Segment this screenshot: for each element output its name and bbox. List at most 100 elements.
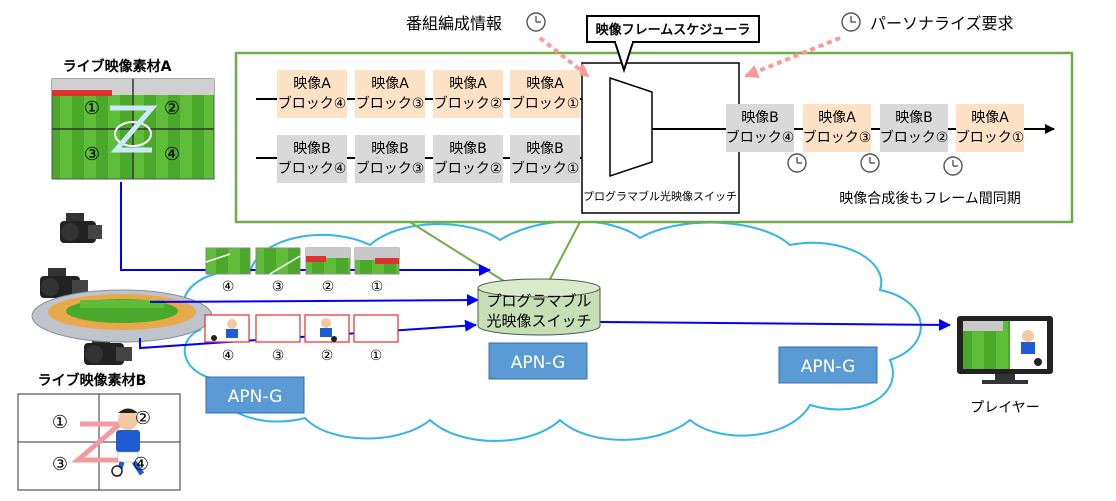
- frame-number: ②: [321, 348, 334, 364]
- video-block-bg: [355, 135, 425, 183]
- switch-cylinder-line2: 光映像スイッチ: [486, 312, 591, 330]
- video-block: 映像A ブロック①: [956, 104, 1025, 152]
- apn-g-label: APN-G: [511, 353, 566, 373]
- video-block-label: ブロック①: [511, 160, 580, 177]
- grid-number: ②: [164, 98, 180, 119]
- video-block: 映像B ブロック②: [433, 135, 503, 183]
- grid-number: ①: [84, 98, 100, 119]
- switch-label: プログラマブル光映像スイッチ: [583, 189, 737, 203]
- output-blocks: 映像B ブロック④ 映像A ブロック③ 映像B ブロック② 映像A ブロック①: [726, 104, 1025, 152]
- video-block: 映像A ブロック③: [803, 104, 872, 152]
- video-block-label: ブロック②: [434, 95, 503, 112]
- switch-cylinder-line1: プログラマブル: [486, 292, 591, 310]
- apn-g-box: [778, 346, 878, 384]
- source-b-image: [17, 393, 181, 491]
- video-block-label: 映像B: [293, 141, 331, 157]
- video-block-label: ブロック④: [278, 95, 347, 112]
- video-block-label: 映像A: [818, 110, 856, 126]
- video-block-bg: [277, 70, 347, 118]
- program-schedule-label: 番組編成情報: [406, 14, 502, 33]
- source-a-image: [51, 78, 215, 180]
- frame-thumbnails-b: [204, 314, 399, 343]
- video-block-label: 映像A: [293, 76, 331, 92]
- video-block-label: 映像A: [449, 76, 487, 92]
- apn-g-box: [205, 376, 305, 414]
- video-block-label: ブロック③: [356, 160, 425, 177]
- clock-icon: [526, 12, 546, 32]
- video-block-label: 映像B: [371, 141, 409, 157]
- grid-number: ④: [133, 454, 149, 475]
- grid-number: ④: [164, 144, 180, 165]
- switch-mux-shape: [609, 76, 653, 178]
- sync-label: 映像合成後もフレーム間同期: [839, 191, 1021, 207]
- frame-number: ②: [322, 279, 335, 295]
- schedule-info-arrow: [538, 36, 590, 78]
- video-block-label: 映像A: [971, 110, 1009, 126]
- camera-icon: [40, 268, 88, 298]
- video-block: 映像B ブロック③: [355, 135, 425, 183]
- video-block-label: ブロック①: [956, 129, 1025, 146]
- grid-number: ③: [84, 144, 100, 165]
- frame-number: ④: [222, 279, 235, 295]
- clock-icon: [943, 156, 963, 176]
- video-block-bg: [803, 104, 871, 152]
- video-block-label: ブロック②: [434, 160, 503, 177]
- frame-number: ①: [371, 279, 384, 295]
- camera-icon: [84, 335, 132, 365]
- source-a-title: ライブ映像素材A: [63, 58, 172, 75]
- frame-thumbnails-a: [205, 247, 400, 275]
- clock-icon: [860, 153, 880, 173]
- row-a-blocks: 映像A ブロック④ 映像A ブロック③ 映像A ブロック② 映像A ブロック①: [277, 70, 580, 118]
- video-block: 映像A ブロック④: [277, 70, 347, 118]
- source-b-title: ライブ映像素材B: [38, 372, 147, 389]
- camera-icon: [60, 213, 102, 243]
- video-block-label: ブロック③: [356, 95, 425, 112]
- frame-number: ①: [370, 348, 383, 364]
- player-label: プレイヤー: [970, 400, 1040, 416]
- video-block: 映像A ブロック②: [433, 70, 503, 118]
- grid-number: ②: [135, 408, 151, 429]
- scheduler-title-callout: [586, 15, 760, 74]
- video-block: 映像B ブロック②: [880, 104, 949, 152]
- video-block-label: ブロック②: [880, 129, 949, 146]
- frame-number: ③: [272, 279, 285, 295]
- clock-icon: [787, 153, 807, 173]
- video-block-label: 映像B: [449, 141, 487, 157]
- output-arrow: [599, 318, 951, 331]
- video-block-bg: [433, 70, 503, 118]
- video-block-label: ブロック①: [511, 95, 580, 112]
- video-block-label: ブロック④: [726, 129, 795, 146]
- stadium-arrow: [149, 294, 479, 307]
- video-block-bg: [510, 135, 580, 183]
- grid-number: ③: [52, 454, 68, 475]
- player-monitor-icon: [957, 316, 1053, 384]
- video-block-bg: [880, 104, 948, 152]
- apn-g-box: [488, 342, 588, 380]
- apn-g-label: APN-G: [801, 357, 856, 377]
- video-block-label: 映像A: [526, 76, 564, 92]
- clock-icon: [841, 12, 861, 32]
- video-block-bg: [510, 70, 580, 118]
- video-block-bg: [355, 70, 425, 118]
- video-block-label: 映像A: [371, 76, 409, 92]
- video-block-label: ブロック③: [803, 129, 872, 146]
- callout-line-right: [547, 221, 581, 284]
- stadium-icon: [31, 289, 213, 343]
- scheduler-title: 映像フレームスケジューラ: [596, 22, 751, 38]
- video-block-bg: [277, 135, 347, 183]
- video-block-bg: [956, 104, 1024, 152]
- personalize-arrow: [744, 36, 841, 78]
- video-block-label: 映像B: [741, 110, 779, 126]
- video-block-label: 映像B: [895, 110, 933, 126]
- frame-number: ③: [272, 348, 285, 364]
- frame-number: ④: [222, 348, 235, 364]
- video-block-bg: [433, 135, 503, 183]
- personalize-label: パーソナライズ要求: [870, 14, 1014, 33]
- switch-box: [581, 62, 740, 214]
- grid-number: ①: [52, 412, 68, 433]
- video-block: 映像A ブロック①: [510, 70, 580, 118]
